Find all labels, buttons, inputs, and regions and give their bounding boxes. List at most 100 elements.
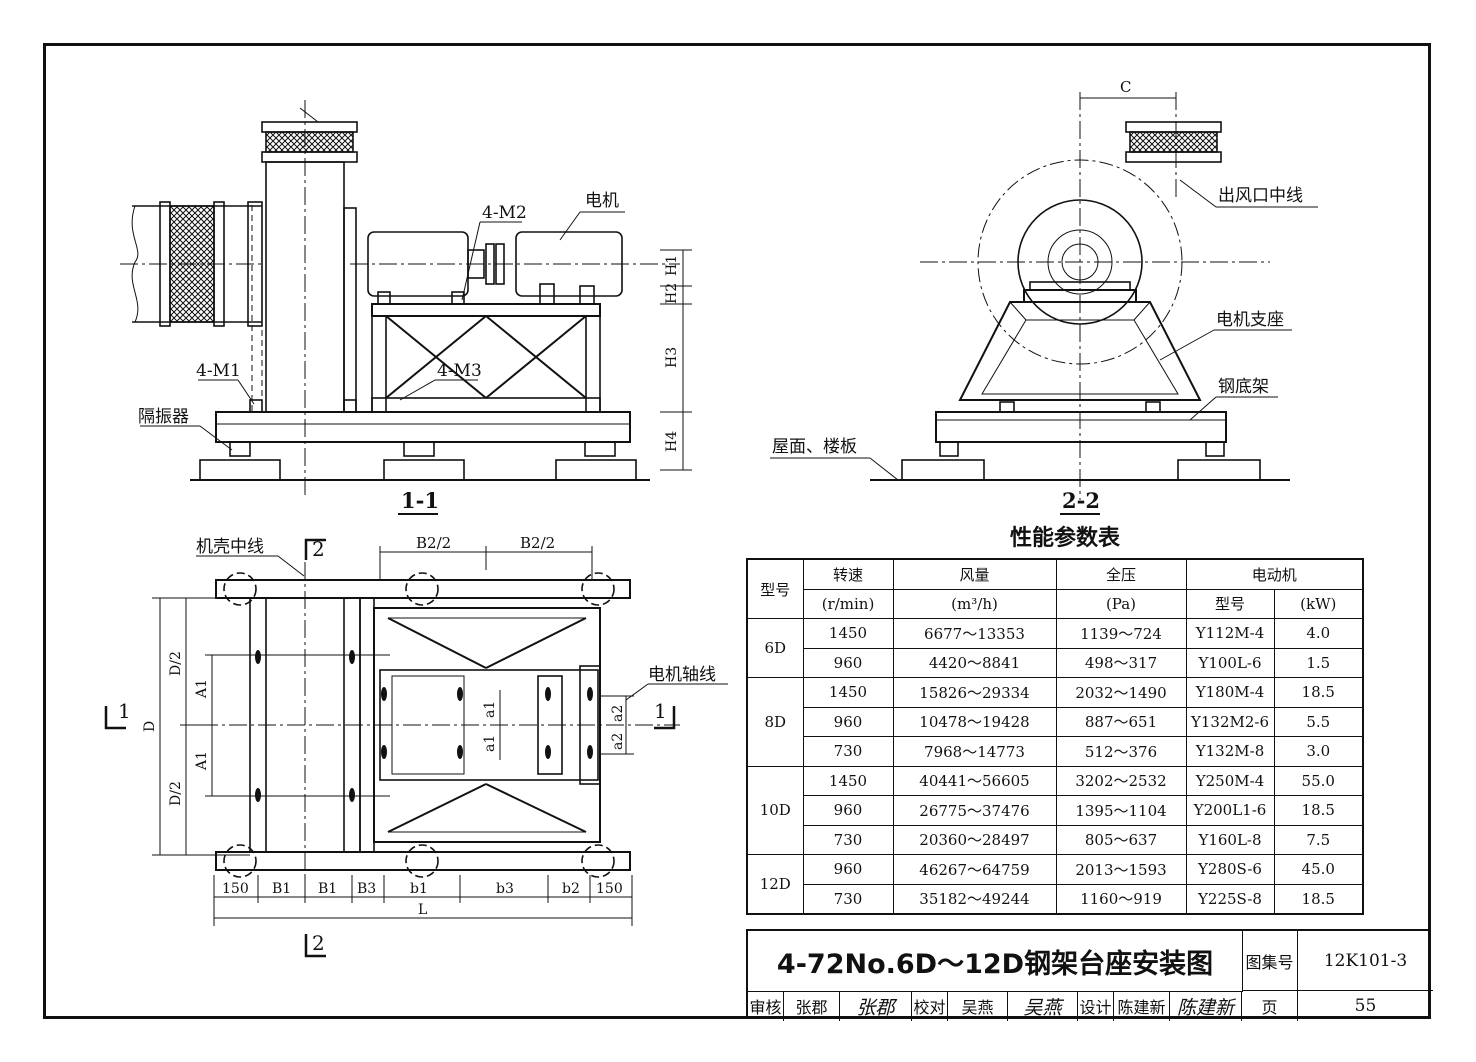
dim-a1-inner-bottom: a1 — [482, 735, 498, 752]
cell-flow: 4420～8841 — [892, 647, 1057, 678]
section-2-2-view — [770, 92, 1318, 515]
cell-pressure: 887～651 — [1055, 706, 1187, 737]
cell-flow: 20360～28497 — [892, 824, 1057, 855]
cell-motor: Y200L1-6 — [1185, 795, 1275, 826]
dim-c: C — [1120, 78, 1131, 96]
dim-b3-upper: B3 — [357, 881, 376, 897]
dim-a1-top: A1 — [194, 679, 210, 699]
label-motor-support: 电机支座 — [1216, 310, 1284, 330]
cell-motor: Y280S-6 — [1185, 854, 1275, 885]
section-2-2-title: 2-2 — [1062, 488, 1100, 513]
reviewer-signature: 张郡 — [840, 991, 912, 1021]
label-steel-frame: 钢底架 — [1218, 377, 1269, 397]
cell-speed: 1450 — [802, 765, 894, 796]
th-motor-model: 型号 — [1185, 588, 1275, 619]
cell-motor: Y250M-4 — [1185, 765, 1275, 796]
cell-pressure: 1160～919 — [1055, 883, 1187, 915]
dim-b2-half-right: B2/2 — [520, 534, 555, 552]
cell-model: 8D — [746, 677, 804, 767]
cell-kw: 4.0 — [1273, 618, 1364, 649]
designer-name: 陈建新 — [1114, 991, 1170, 1021]
dim-d-half-top: D/2 — [168, 651, 184, 676]
label-casing-centerline: 机壳中线 — [196, 537, 264, 557]
section-1-1-title: 1-1 — [401, 488, 439, 513]
cut-marker-2-top: 2 — [312, 537, 325, 561]
cell-speed: 1450 — [802, 618, 894, 649]
cell-model: 6D — [746, 618, 804, 678]
dim-150-right: 150 — [596, 881, 623, 897]
th-flow: 风量 — [892, 558, 1057, 590]
label-motor-axis: 电机轴线 — [648, 665, 716, 685]
check-label: 校对 — [912, 991, 948, 1021]
dim-a1-inner-top: a1 — [482, 701, 498, 718]
page-label: 页 — [1242, 991, 1298, 1021]
cell-speed: 960 — [802, 854, 894, 885]
dim-b2: b2 — [562, 881, 580, 897]
th-speed: 转速 — [802, 558, 894, 590]
dim-h1: H1 — [664, 255, 680, 276]
cell-flow: 10478～19428 — [892, 706, 1057, 737]
dim-d: D — [142, 721, 158, 732]
perf-table: 型号 转速 风量 全压 电动机 (r/min) (m³/h) (Pa) 型号 (… — [746, 558, 1365, 915]
drawing-title: 4-72No.6D～12D钢架台座安装图 — [748, 931, 1243, 992]
cell-kw: 18.5 — [1273, 883, 1364, 915]
cell-motor: Y132M-8 — [1185, 736, 1275, 767]
dim-h3: H3 — [664, 347, 680, 368]
cell-flow: 46267～64759 — [892, 854, 1057, 885]
cell-pressure: 512～376 — [1055, 736, 1187, 767]
designer-signature: 陈建新 — [1170, 991, 1242, 1021]
table-header-unit-row: (r/min) (m³/h) (Pa) 型号 (kW) — [747, 588, 1364, 619]
th-motor-power: (kW) — [1273, 588, 1364, 619]
cut-marker-1-left: 1 — [118, 699, 131, 723]
cell-motor: Y112M-4 — [1185, 618, 1275, 649]
dim-b1-second: B1 — [318, 881, 337, 897]
cell-pressure: 1395～1104 — [1055, 795, 1187, 826]
cell-speed: 730 — [802, 824, 894, 855]
cell-speed: 730 — [802, 736, 894, 767]
cell-flow: 6677～13353 — [892, 618, 1057, 649]
label-outlet-centerline: 出风口中线 — [1218, 186, 1303, 206]
page-number: 55 — [1354, 996, 1377, 1016]
cell-pressure: 1139～724 — [1055, 618, 1187, 649]
cell-motor: Y160L-8 — [1185, 824, 1275, 855]
cell-motor: Y225S-8 — [1185, 883, 1275, 915]
dim-d-half-bottom: D/2 — [168, 781, 184, 806]
th-pressure: 全压 — [1055, 558, 1187, 590]
cell-speed: 960 — [802, 795, 894, 826]
cell-pressure: 498～317 — [1055, 647, 1187, 678]
cell-kw: 45.0 — [1273, 854, 1364, 885]
cell-kw: 55.0 — [1273, 765, 1364, 796]
cell-speed: 1450 — [802, 677, 894, 708]
section-2-2-labels: C 出风口中线 电机支座 钢底架 屋面、楼板 2-2 — [772, 78, 1303, 513]
label-4-m1: 4-M1 — [196, 361, 241, 381]
th-model: 型号 — [746, 558, 804, 619]
th-motor: 电动机 — [1185, 558, 1364, 590]
dim-b2-half-left: B2/2 — [416, 534, 451, 552]
title-block: 4-72No.6D～12D钢架台座安装图 图集号 12K101-3 审核 张郡 … — [746, 929, 1433, 1021]
cell-flow: 40441～56605 — [892, 765, 1057, 796]
cell-motor: Y100L-6 — [1185, 647, 1275, 678]
dim-150-left: 150 — [222, 881, 249, 897]
cell-pressure: 805～637 — [1055, 824, 1187, 855]
design-label: 设计 — [1078, 991, 1114, 1021]
cell-pressure: 2032～1490 — [1055, 677, 1187, 708]
dim-h4: H4 — [664, 431, 680, 452]
cell-pressure: 2013～1593 — [1055, 854, 1187, 885]
cell-speed: 960 — [802, 706, 894, 737]
cell-kw: 1.5 — [1273, 647, 1364, 678]
cell-kw: 18.5 — [1273, 677, 1364, 708]
cut-marker-2-bottom: 2 — [312, 931, 325, 955]
cut-marker-1-right: 1 — [654, 699, 667, 723]
label-4-m3: 4-M3 — [437, 361, 482, 381]
cell-motor: Y180M-4 — [1185, 677, 1275, 708]
cell-flow: 26775～37476 — [892, 795, 1057, 826]
label-floor: 屋面、楼板 — [772, 437, 857, 457]
